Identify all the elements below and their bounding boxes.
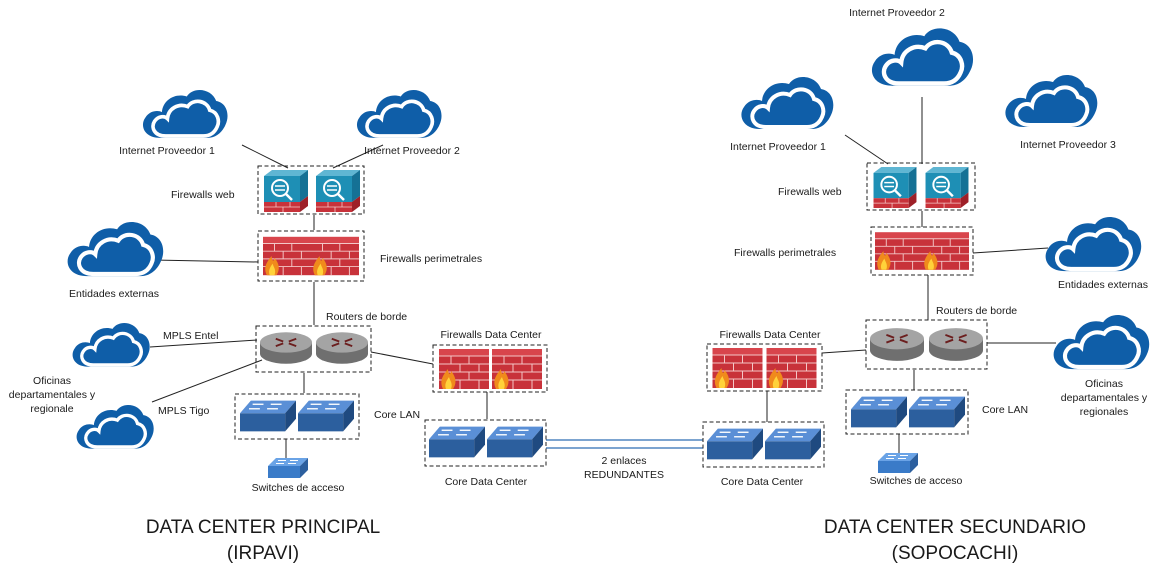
secundario-internet-2-label: Internet Proveedor 2 bbox=[849, 7, 945, 19]
principal-internet-1-label: Internet Proveedor 1 bbox=[119, 145, 215, 157]
access-switch-icon bbox=[878, 453, 918, 473]
web-firewall-icon bbox=[316, 170, 360, 212]
secundario-core-dc-label: Core Data Center bbox=[721, 476, 804, 488]
switch-icon bbox=[298, 400, 354, 432]
router-icon bbox=[870, 327, 924, 362]
firewall-icon bbox=[491, 349, 543, 389]
oficinas-cloud-icon bbox=[1054, 315, 1150, 369]
principal-subtitle: (IRPAVI) bbox=[227, 543, 299, 564]
internet-provider-2-cloud-icon bbox=[355, 88, 444, 140]
principal-firewalls-perimetrales-group bbox=[257, 230, 365, 282]
principal-core-lan-label: Core LAN bbox=[374, 409, 420, 421]
mpls-tigo-label: MPLS Tigo bbox=[158, 405, 210, 417]
secundario-oficinas-label-3: regionales bbox=[1080, 406, 1128, 418]
principal-core-dc-group bbox=[424, 419, 547, 467]
secundario-routers-borde-label: Routers de borde bbox=[936, 305, 1017, 317]
principal-core-dc-label: Core Data Center bbox=[445, 476, 528, 488]
principal-entidades-externas-label: Entidades externas bbox=[69, 288, 159, 300]
web-firewall-icon bbox=[873, 167, 917, 208]
secundario-firewalls-dc-group bbox=[706, 343, 823, 392]
entidades-externas-cloud-icon bbox=[68, 222, 164, 276]
router-icon bbox=[260, 331, 312, 365]
principal-firewalls-dc-label: Firewalls Data Center bbox=[441, 329, 542, 341]
secundario-firewalls-web-label: Firewalls web bbox=[778, 186, 842, 198]
redundant-link-label-1: 2 enlaces bbox=[602, 455, 647, 467]
internet-provider-1-cloud-icon bbox=[741, 77, 833, 129]
firewall-icon bbox=[922, 231, 969, 271]
secundario-core-dc-group bbox=[702, 421, 825, 468]
mpls-entel-label: MPLS Entel bbox=[163, 330, 218, 342]
secundario-oficinas-label-2: departamentales y bbox=[1061, 392, 1148, 404]
principal-oficinas-label-2: departamentales y bbox=[9, 389, 96, 401]
secundario-firewalls-perimetrales-label: Firewalls perimetrales bbox=[734, 247, 836, 259]
principal-oficinas-label-1: Oficinas bbox=[33, 375, 71, 387]
secundario-internet-1-label: Internet Proveedor 1 bbox=[730, 141, 826, 153]
internet-provider-3-cloud-icon bbox=[1005, 75, 1097, 127]
secundario-subtitle: (SOPOCACHI) bbox=[892, 543, 1019, 564]
router-icon bbox=[929, 327, 983, 362]
secundario-routers-group bbox=[865, 319, 988, 370]
web-firewall-icon bbox=[264, 170, 308, 212]
switch-icon bbox=[429, 426, 485, 458]
secundario-connections bbox=[766, 97, 1056, 455]
secundario-firewalls-web-group bbox=[866, 162, 976, 211]
principal-oficinas-label-3: regionale bbox=[30, 403, 73, 415]
secundario-firewalls-perimetrales-group bbox=[870, 226, 974, 276]
switch-icon bbox=[487, 426, 543, 458]
principal-connections bbox=[149, 144, 488, 460]
redundant-link-label-2: REDUNDANTES bbox=[584, 469, 664, 481]
secundario-title: DATA CENTER SECUNDARIO bbox=[824, 517, 1086, 538]
firewall-icon bbox=[875, 231, 922, 271]
firewall-icon bbox=[263, 236, 311, 276]
secundario-firewalls-dc-label: Firewalls Data Center bbox=[720, 329, 821, 341]
principal-firewalls-web-label: Firewalls web bbox=[171, 189, 235, 201]
web-firewall-icon bbox=[925, 167, 969, 208]
entidades-externas-cloud-icon bbox=[1046, 217, 1142, 271]
secundario-oficinas-label-1: Oficinas bbox=[1085, 378, 1123, 390]
principal-routers-borde-label: Routers de borde bbox=[326, 311, 407, 323]
access-switch-icon bbox=[268, 458, 308, 478]
firewall-icon bbox=[311, 236, 359, 276]
principal-internet-2-label: Internet Proveedor 2 bbox=[364, 145, 460, 157]
firewall-icon bbox=[765, 348, 818, 388]
mpls-entel-cloud-icon bbox=[70, 321, 152, 369]
principal-firewalls-dc-group bbox=[432, 344, 548, 393]
switch-icon bbox=[765, 428, 821, 460]
internet-provider-2-cloud-icon bbox=[872, 28, 973, 85]
switch-icon bbox=[909, 396, 965, 428]
firewall-icon bbox=[711, 348, 764, 388]
redundant-link: 2 enlaces REDUNDANTES bbox=[546, 439, 703, 481]
principal-core-lan-group bbox=[234, 393, 360, 440]
internet-provider-1-cloud-icon bbox=[141, 88, 230, 140]
principal-routers-group bbox=[255, 325, 372, 373]
router-icon bbox=[316, 331, 368, 365]
principal-switches-acceso-label: Switches de acceso bbox=[252, 482, 345, 494]
mpls-tigo-cloud-icon bbox=[74, 403, 156, 451]
secundario-switches-acceso-label: Switches de acceso bbox=[870, 475, 963, 487]
secundario-core-lan-label: Core LAN bbox=[982, 404, 1028, 416]
switch-icon bbox=[851, 396, 907, 428]
principal-firewalls-perimetrales-label: Firewalls perimetrales bbox=[380, 253, 482, 265]
principal-firewalls-web-group bbox=[257, 165, 365, 215]
switch-icon bbox=[240, 400, 296, 432]
firewall-icon bbox=[438, 349, 490, 389]
principal-title: DATA CENTER PRINCIPAL bbox=[146, 517, 380, 538]
secundario-core-lan-group bbox=[845, 389, 969, 435]
secundario-entidades-externas-label: Entidades externas bbox=[1058, 279, 1148, 291]
switch-icon bbox=[707, 428, 763, 460]
secundario-internet-3-label: Internet Proveedor 3 bbox=[1020, 139, 1116, 151]
